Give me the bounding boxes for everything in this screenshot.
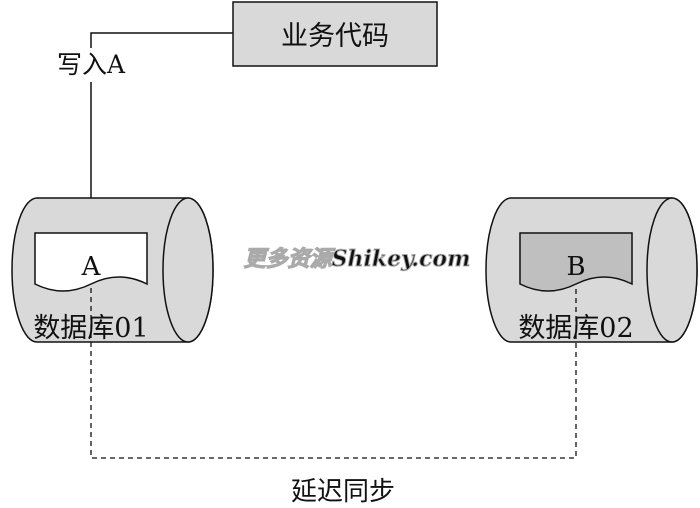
database-01-record-label: A [81, 252, 102, 282]
database-01-end-cap [162, 197, 214, 343]
sync-dashed-line [90, 288, 577, 459]
sync-link: 延迟同步 [90, 288, 577, 507]
write-arrow-label: 写入A [57, 50, 126, 79]
database-01-record-icon [34, 232, 148, 292]
database-02-end-cap [646, 197, 698, 343]
database-01: A 数据库01 [11, 197, 214, 344]
write-arrow: 写入A [57, 32, 233, 232]
watermark-text: 更多资源Shikey.com [244, 246, 471, 272]
database-02-record-icon [519, 232, 633, 292]
sync-label: 延迟同步 [291, 477, 395, 507]
business-code-box [232, 1, 438, 67]
business-code-label: 业务代码 [281, 21, 389, 52]
database-02-record-label: B [566, 252, 585, 282]
business-code-node: 业务代码 [232, 1, 438, 67]
write-arrow-line [90, 32, 233, 48]
database-02: B 数据库02 [485, 197, 698, 344]
